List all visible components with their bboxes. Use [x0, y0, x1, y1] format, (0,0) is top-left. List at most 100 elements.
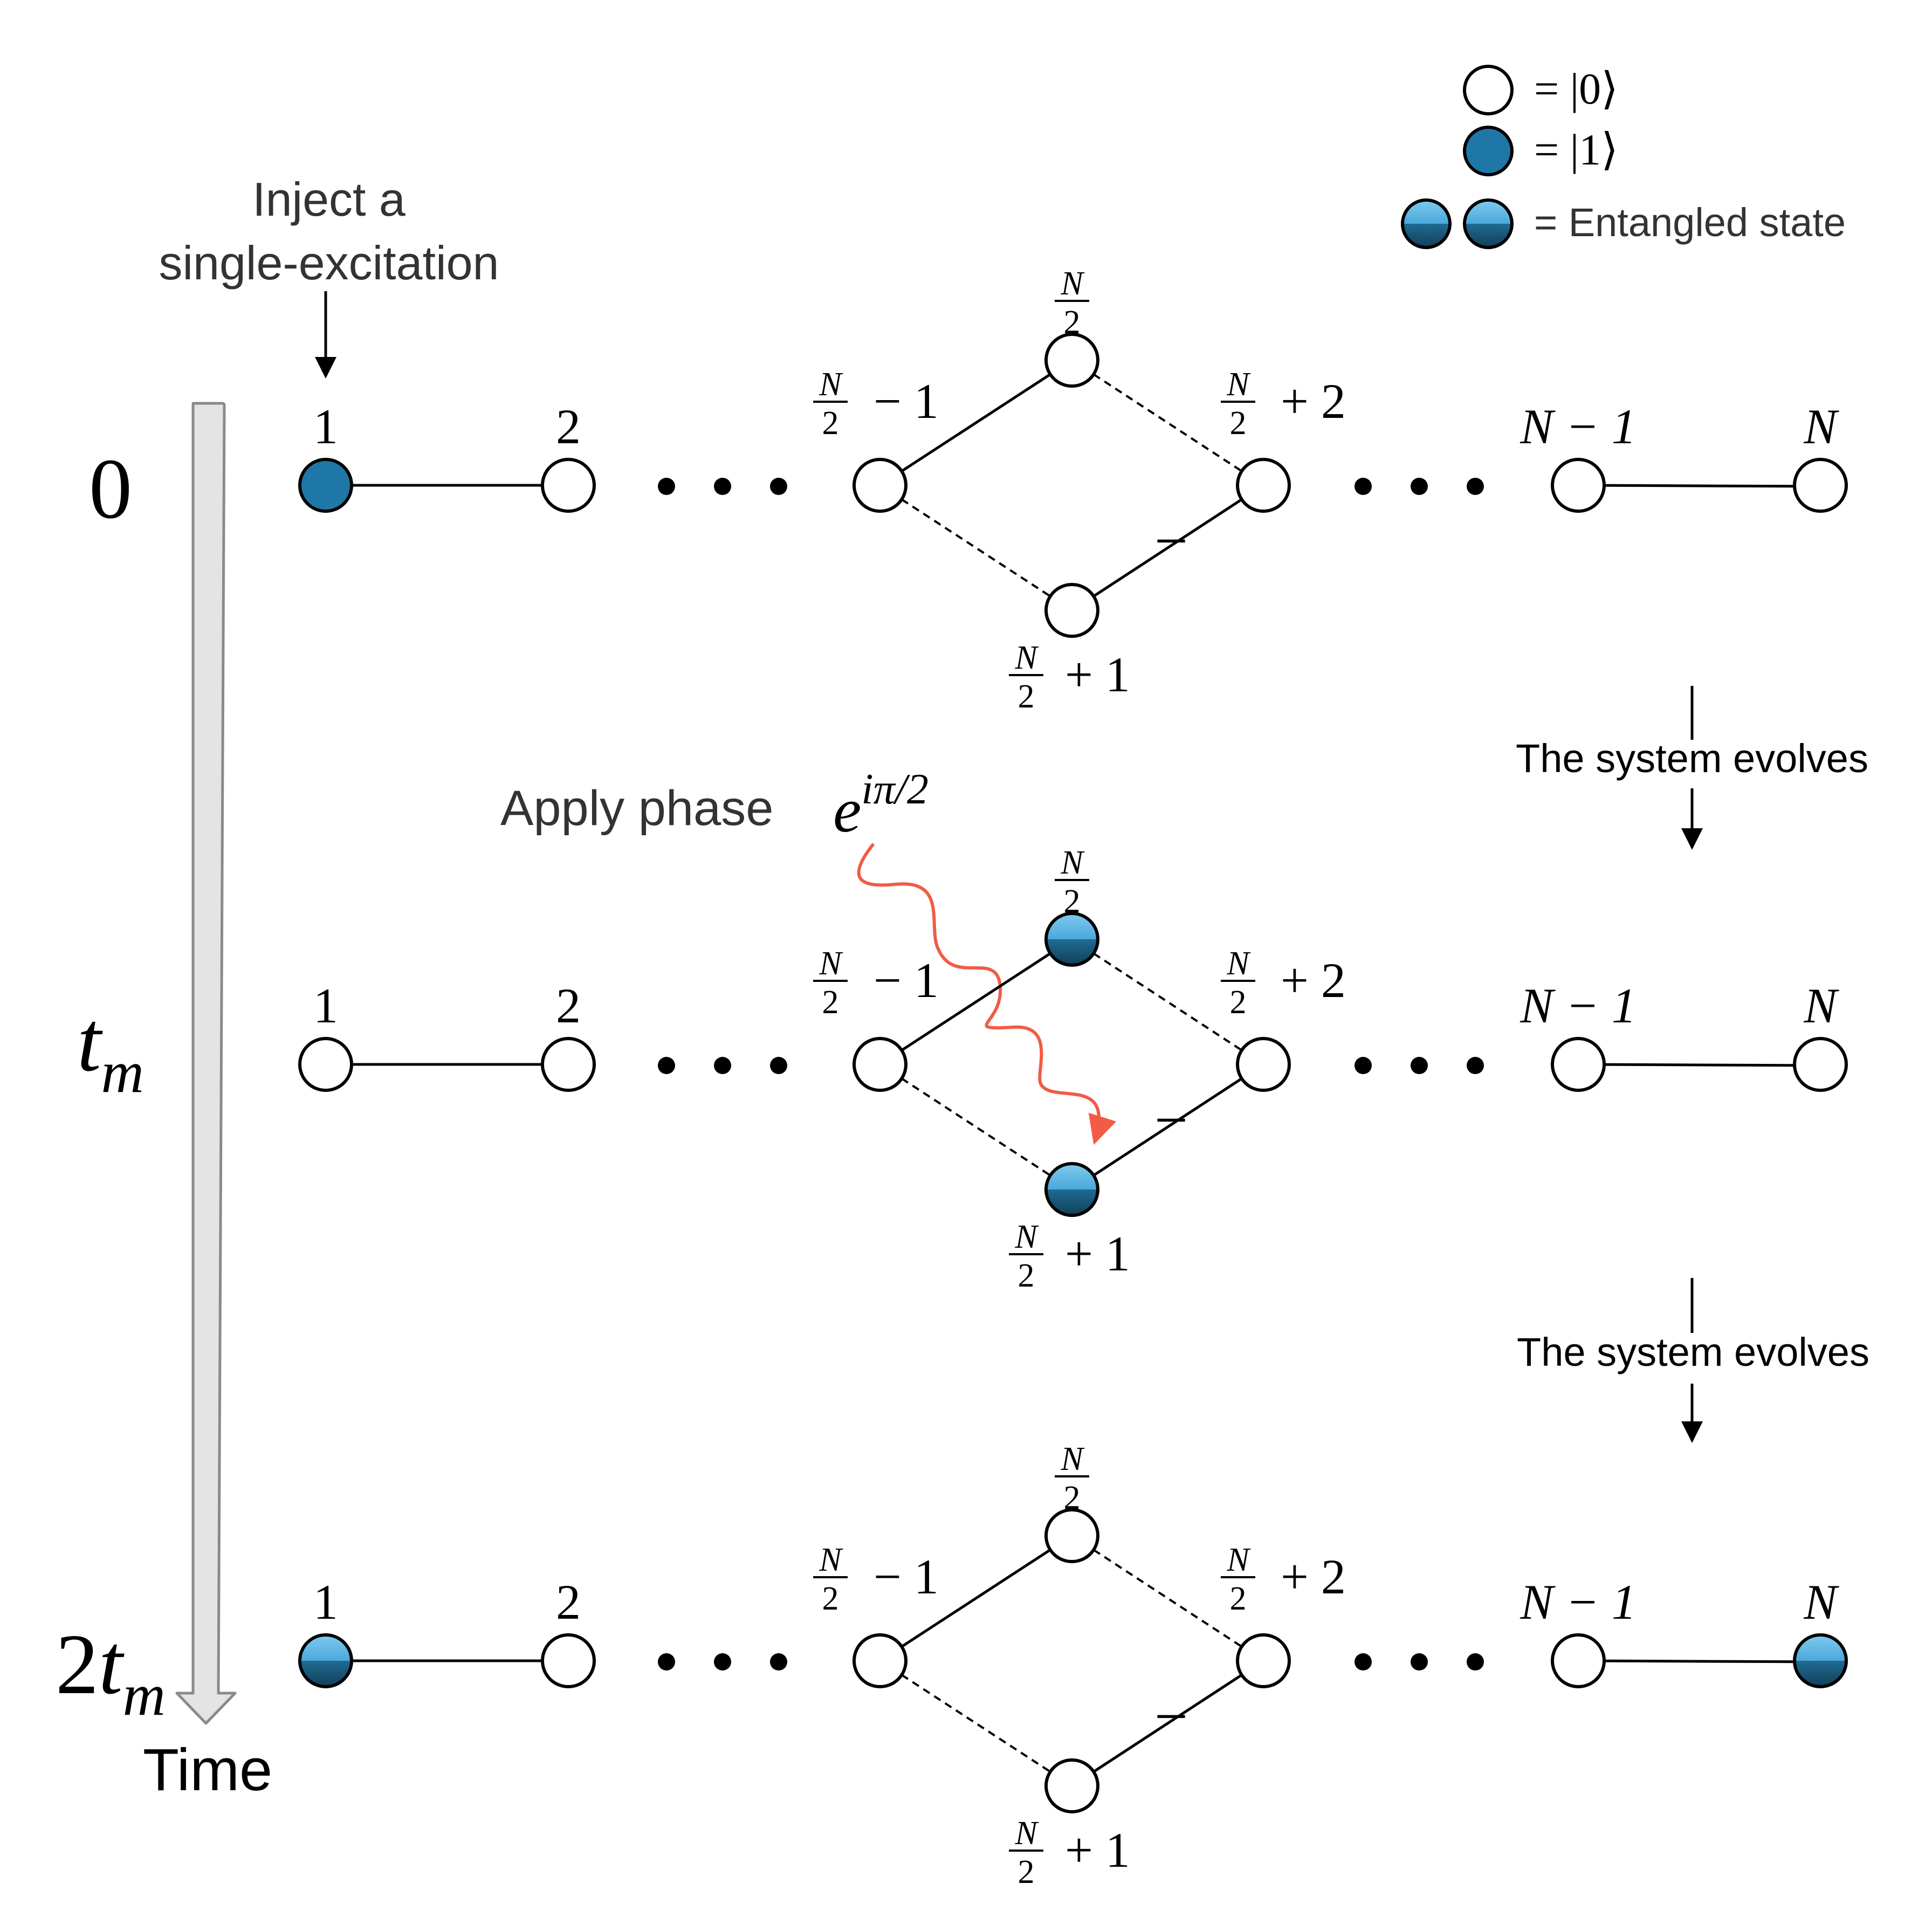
- time-axis-label: Time: [143, 1737, 272, 1803]
- qubit-node-n1: [298, 1633, 353, 1688]
- edge-bottom-right: [1071, 484, 1264, 612]
- qubit-node-top: [1044, 912, 1099, 967]
- ellipsis-dot-left-1: [658, 1653, 675, 1670]
- qubit-node-nm1: [1551, 458, 1606, 513]
- node-label-left-numerator: N: [819, 1542, 843, 1578]
- ellipsis-dot-right-1: [1355, 1057, 1372, 1074]
- legend: = |0⟩ = |1⟩ = Entangled state: [1401, 64, 1846, 249]
- node-label-2: 2: [556, 978, 581, 1033]
- node-label-bottom-suffix: + 1: [1065, 647, 1130, 702]
- node-label-n: N: [1803, 978, 1839, 1033]
- qubit-node-nN: [1793, 458, 1848, 513]
- qubit-node-nm1: [1551, 1037, 1606, 1092]
- node-label-left-numerator: N: [819, 366, 843, 403]
- node-label-left-suffix: − 1: [874, 1549, 939, 1604]
- ellipsis-dot-right-3: [1467, 1653, 1484, 1670]
- node-label-left-denominator: 2: [822, 405, 839, 442]
- node-label-right-denominator: 2: [1230, 1580, 1247, 1617]
- ellipsis-dot-left-3: [770, 478, 787, 495]
- node-label-left-suffix: − 1: [874, 953, 939, 1008]
- legend-zero-text: = |0⟩: [1534, 64, 1618, 113]
- node-label-1: 1: [313, 1575, 338, 1630]
- ellipsis-dot-right-3: [1467, 478, 1484, 495]
- qubit-node-n2: [541, 1037, 596, 1092]
- node-label-left-denominator: 2: [822, 1580, 839, 1617]
- ellipsis-dot-left-2: [714, 1057, 731, 1074]
- qubit-node-n1: [298, 1037, 353, 1092]
- legend-zero-circle: [1463, 65, 1514, 115]
- ellipsis-dot-right-1: [1355, 478, 1372, 495]
- ellipsis-dot-left-3: [770, 1057, 787, 1074]
- qubit-node-top: [1044, 333, 1099, 388]
- node-label-1: 1: [313, 978, 338, 1033]
- node-label-right-denominator: 2: [1230, 405, 1247, 442]
- edge-left-top: [879, 1534, 1073, 1662]
- ellipsis-dot-left-1: [658, 478, 675, 495]
- ellipsis-dot-left-2: [714, 1653, 731, 1670]
- edge-minus-sign: −: [1154, 508, 1188, 574]
- node-label-right-suffix: + 2: [1281, 374, 1346, 429]
- node-label-top-denominator: 2: [1064, 304, 1081, 341]
- ellipsis-dot-right-3: [1467, 1057, 1484, 1074]
- inject-label-line1: Inject a: [252, 173, 405, 226]
- node-label-1: 1: [313, 399, 338, 454]
- ellipsis-dot-right-1: [1355, 1653, 1372, 1670]
- node-label-2: 2: [556, 399, 581, 454]
- ellipsis-dot-right-2: [1411, 1057, 1428, 1074]
- node-label-right-numerator: N: [1226, 945, 1251, 982]
- ellipsis-dot-left-1: [658, 1057, 675, 1074]
- node-label-2: 2: [556, 1575, 581, 1630]
- ellipsis-dot-left-2: [714, 478, 731, 495]
- edge-left-bottom-dashed: [879, 484, 1073, 611]
- node-label-right-numerator: N: [1226, 1542, 1251, 1578]
- node-label-bottom-denominator: 2: [1018, 1257, 1035, 1294]
- edge-minus-sign: −: [1154, 1087, 1188, 1153]
- qubit-node-left: [852, 458, 907, 513]
- qubit-node-top: [1044, 1508, 1099, 1563]
- node-label-bottom-numerator: N: [1014, 1815, 1039, 1852]
- node-label-top-numerator: N: [1060, 1441, 1085, 1477]
- node-label-right-suffix: + 2: [1281, 953, 1346, 1008]
- phase-expression: eiπ/2: [833, 766, 929, 845]
- node-label-bottom-denominator: 2: [1018, 678, 1035, 715]
- qubit-node-n2: [541, 1633, 596, 1688]
- node-label-left-numerator: N: [819, 945, 843, 982]
- qubit-node-right: [1236, 458, 1291, 513]
- evolve-label-2: The system evolves: [1517, 1330, 1869, 1374]
- node-label-n: N: [1803, 1575, 1839, 1630]
- edge-bottom-right: [1071, 1659, 1264, 1788]
- edge-bottom-right: [1071, 1063, 1264, 1191]
- qubit-node-right: [1236, 1037, 1291, 1092]
- legend-entangled-circle-a: [1401, 198, 1452, 249]
- node-label-right-suffix: + 2: [1281, 1549, 1346, 1604]
- evolve-annotation-1: The system evolves: [1516, 686, 1868, 850]
- ellipsis-dot-right-2: [1411, 1653, 1428, 1670]
- qubit-node-bot: [1044, 1162, 1099, 1217]
- legend-one-circle: [1463, 126, 1514, 176]
- inject-label-line2: single-excitation: [159, 236, 499, 290]
- ellipsis-dot-right-2: [1411, 478, 1428, 495]
- qubit-node-bot: [1044, 583, 1099, 638]
- legend-entangled-text: = Entangled state: [1534, 200, 1846, 245]
- node-label-top-numerator: N: [1060, 265, 1085, 302]
- node-label-right-numerator: N: [1226, 366, 1251, 403]
- node-label-top-numerator: N: [1060, 844, 1085, 881]
- node-label-right-denominator: 2: [1230, 984, 1247, 1021]
- node-label-bottom-denominator: 2: [1018, 1854, 1035, 1890]
- node-label-n: N: [1803, 399, 1839, 454]
- edge-nm1-n: [1578, 484, 1821, 488]
- evolve-label-1: The system evolves: [1516, 736, 1868, 781]
- qubit-node-left: [852, 1037, 907, 1092]
- apply-phase-label: Apply phase: [500, 781, 773, 836]
- node-label-bottom-suffix: + 1: [1065, 1823, 1130, 1878]
- edge-left-bottom-dashed: [879, 1063, 1073, 1191]
- qubit-node-n2: [541, 458, 596, 513]
- node-label-bottom-numerator: N: [1014, 1219, 1039, 1255]
- qubit-node-left: [852, 1633, 907, 1688]
- time-label-row-1: 0: [89, 441, 132, 537]
- edge-nm1-n: [1578, 1659, 1821, 1663]
- edge-minus-sign: −: [1154, 1683, 1188, 1749]
